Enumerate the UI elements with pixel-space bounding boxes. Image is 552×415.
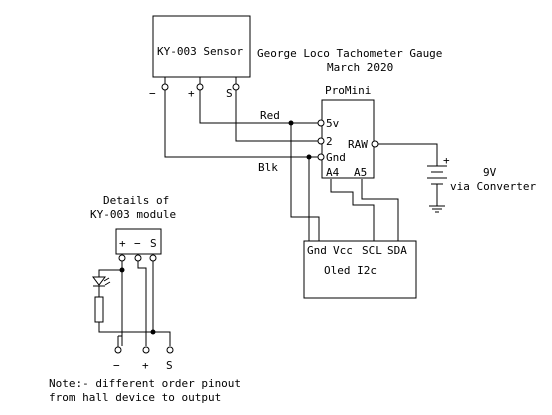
module-led-diode [92,276,106,286]
wire-red-5v [199,90,318,124]
wire-scl [330,179,375,241]
module-resistor-return [98,322,153,333]
sensor-minus-terminal [161,83,169,91]
note-line-1: Note:- different order pinout [49,377,241,390]
promini-pin-gnd: Gnd [326,151,346,164]
note-line-2: from hall device to output [49,391,221,404]
module-bottom-plus-terminal [142,346,150,354]
battery-plus-label: + [443,154,450,167]
module-detail-title-1: Details of [103,194,169,207]
promini-raw-terminal [371,140,379,148]
wire-blk-gnd [164,90,318,158]
module-header-plus: + [119,237,126,250]
module-bottom-plus-label: + [142,359,149,372]
sensor-s-terminal [232,83,240,91]
promini-pin-a5: A5 [354,166,367,179]
oled-pin-gnd: Gnd [307,244,327,257]
promini-pin-5v: 5v [326,117,340,130]
sensor-pin-minus-label: − [149,87,156,100]
module-bottom-s-label: S [166,359,173,372]
sensor-pin-plus-label: + [188,87,195,100]
promini-pin-a4: A4 [326,166,340,179]
promini-gnd-terminal [317,153,325,161]
wire-vcc [290,123,320,241]
sensor-label: KY-003 Sensor [157,45,243,58]
module-led-arrow-2 [104,281,111,286]
module-minus-rail [137,261,147,346]
oled-pin-vcc: Vcc [333,244,353,257]
diagram-date: March 2020 [327,61,393,74]
sensor-plus-terminal [196,83,204,91]
module-bottom-s-terminal [166,346,174,354]
promini-box [321,99,375,179]
module-led-arrow-1 [103,277,110,282]
module-header-plus-terminal [118,254,126,262]
promini-pin-raw: RAW [348,138,368,151]
module-header-box [115,228,162,255]
module-s-rail [152,261,171,346]
sensor-pin-s-label: S [226,87,233,100]
module-header-s: S [150,237,157,250]
sensor-box [152,15,251,78]
oled-pin-sda: SDA [387,244,407,257]
battery-voltage: 9V [483,166,497,179]
wire-red-label: Red [260,109,280,122]
oled-label: Oled I2c [324,264,377,277]
promini-2-terminal [317,137,325,145]
oled-pin-scl: SCL [362,244,382,257]
promini-title: ProMini [325,84,371,97]
promini-pin-2: 2 [326,135,333,148]
wire-raw-battery [378,143,438,166]
oled-box [303,240,417,299]
module-resistor [94,296,104,323]
promini-5v-terminal [317,119,325,127]
module-header-s-terminal [149,254,157,262]
module-bottom-minus-terminal [114,346,122,354]
module-led-top-wire [98,261,123,277]
module-bottom-minus-label: − [113,359,120,372]
diagram-title: George Loco Tachometer Gauge [257,47,442,60]
wire-blk-label: Blk [258,161,278,174]
module-detail-title-2: KY-003 module [90,208,176,221]
module-header-minus-terminal [134,254,142,262]
wire-sda [361,179,399,241]
battery-converter-note: via Converter [450,180,536,193]
module-header-minus: − [134,237,141,250]
